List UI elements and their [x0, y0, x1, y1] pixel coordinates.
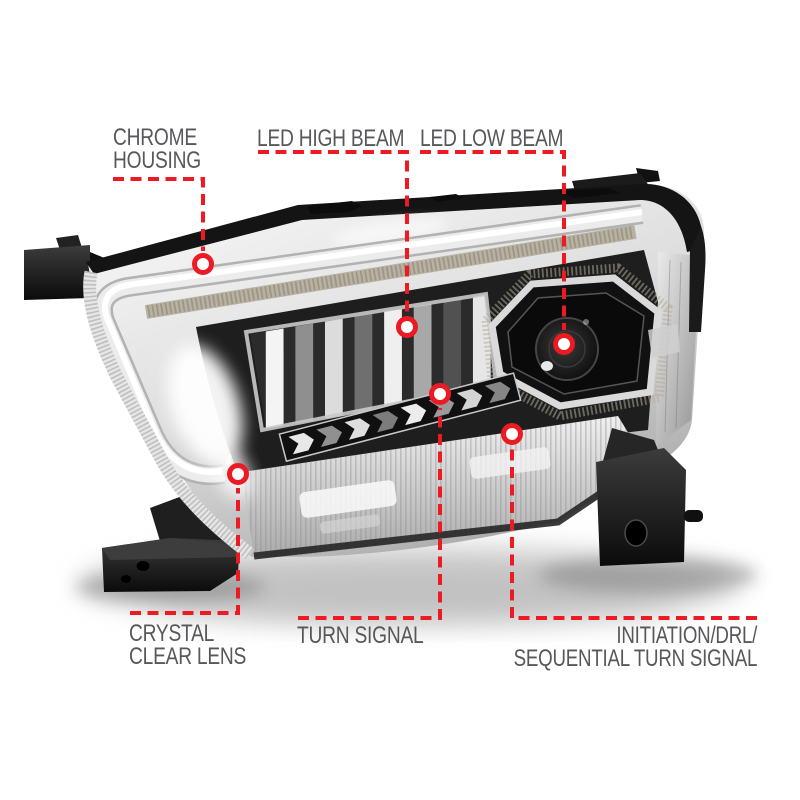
- callout-point-chrome-housing: [192, 253, 214, 275]
- low-beam-projector: [481, 263, 680, 421]
- callout-line-initiation-drl: [510, 448, 757, 620]
- callout-line-turn-signal: [298, 408, 442, 620]
- callout-point-initiation-drl: [501, 423, 523, 445]
- callout-label-line: LED LOW BEAM: [420, 125, 564, 152]
- callout-line-led-high-beam: [258, 150, 409, 313]
- callout-label-line: SEQUENTIAL TURN SIGNAL: [513, 645, 758, 672]
- callout-point-crystal-clear-lens: [227, 463, 249, 485]
- callout-label-led-high-beam: LED HIGH BEAM: [257, 125, 405, 152]
- mounting-bracket-bottom-right: [596, 428, 703, 566]
- callout-label-crystal-clear-lens: CRYSTAL CLEAR LENS: [129, 620, 247, 670]
- callout-label-chrome-housing: CHROME HOUSING: [113, 124, 201, 174]
- callout-label-line: HOUSING: [113, 147, 201, 174]
- callout-label-turn-signal: TURN SIGNAL: [297, 622, 424, 649]
- callout-label-initiation-drl: INITIATION/DRL/ SEQUENTIAL TURN SIGNAL: [513, 622, 758, 672]
- callout-label-line: TURN SIGNAL: [297, 622, 424, 649]
- callout-line-crystal-clear-lens: [130, 488, 240, 615]
- callout-point-led-low-beam: [553, 333, 575, 355]
- callout-line-led-low-beam: [420, 150, 566, 330]
- callout-label-line: INITIATION/DRL/: [616, 622, 757, 649]
- callout-label-line: LED HIGH BEAM: [257, 125, 405, 152]
- callout-point-led-high-beam: [396, 316, 418, 338]
- callout-label-line: CHROME: [113, 124, 197, 151]
- callout-point-turn-signal: [429, 383, 451, 405]
- callout-label-line: CRYSTAL: [129, 620, 215, 647]
- callout-lines: [113, 150, 757, 620]
- callout-label-led-low-beam: LED LOW BEAM: [420, 125, 564, 152]
- ground-shadow: [75, 548, 758, 624]
- callout-line-chrome-housing: [113, 177, 205, 251]
- callout-label-line: CLEAR LENS: [129, 643, 247, 670]
- turn-signal-strip: [278, 372, 522, 463]
